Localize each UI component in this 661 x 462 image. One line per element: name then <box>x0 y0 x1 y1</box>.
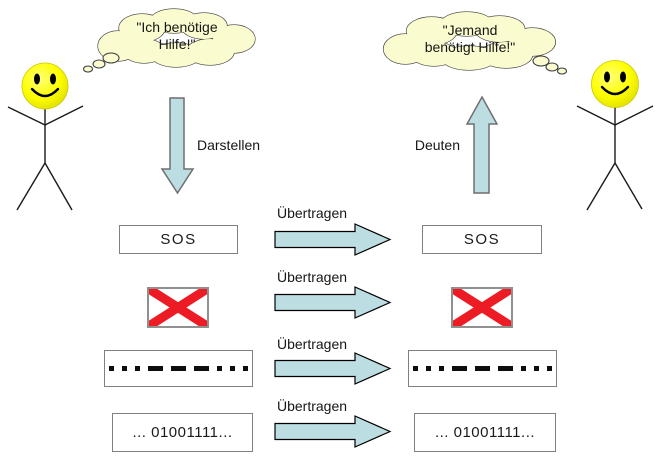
darstellen-label: Darstellen <box>197 137 261 153</box>
uebertragen-label-3: Übertragen <box>277 336 348 352</box>
binary-value: ... 01001111... <box>132 424 233 441</box>
sender-thought-text: "Ich benötige Hilfe!" <box>97 19 257 53</box>
code-box-binary-receiver: ... 01001111... <box>414 413 556 452</box>
uebertragen-label-2: Übertragen <box>277 269 348 285</box>
sender-figure <box>7 62 84 211</box>
code-box-morse-sender <box>104 350 253 387</box>
darstellen-arrow-down-icon <box>160 97 195 195</box>
signal-flag-icon <box>451 287 513 328</box>
uebertragen-arrow-right-icon <box>274 223 392 256</box>
uebertragen-arrow-right-icon <box>274 415 392 448</box>
code-box-sos-sender: SOS <box>119 225 238 254</box>
sos-value: SOS <box>160 231 197 248</box>
morse-pattern <box>109 366 248 371</box>
deuten-label: Deuten <box>414 137 460 153</box>
uebertragen-label-1: Übertragen <box>277 205 348 221</box>
morse-pattern <box>413 366 552 371</box>
receiver-figure <box>576 60 654 211</box>
sos-value: SOS <box>463 231 501 248</box>
uebertragen-arrow-right-icon <box>274 352 392 385</box>
binary-value: ... 01001111... <box>434 424 536 441</box>
uebertragen-arrow-right-icon <box>274 286 392 319</box>
thought-trail-left <box>82 52 120 73</box>
thought-line: benötigt Hilfe!" <box>424 39 516 55</box>
thought-line: "Ich benötige <box>136 19 218 35</box>
deuten-arrow-up-icon <box>465 95 499 194</box>
smiley-face-icon <box>591 60 639 108</box>
code-box-sos-receiver: SOS <box>422 225 542 254</box>
thought-line: Hilfe!" <box>158 36 196 52</box>
smiley-face-icon <box>21 62 69 110</box>
uebertragen-label-4: Übertragen <box>277 398 348 414</box>
code-box-morse-receiver <box>408 350 557 387</box>
thought-trail-right <box>532 55 568 75</box>
code-box-binary-sender: ... 01001111... <box>112 413 253 452</box>
thought-line: "Jemand <box>442 22 498 38</box>
signal-flag-icon <box>147 287 209 328</box>
receiver-thought-text: "Jemand benötigt Hilfe!" <box>387 22 553 56</box>
